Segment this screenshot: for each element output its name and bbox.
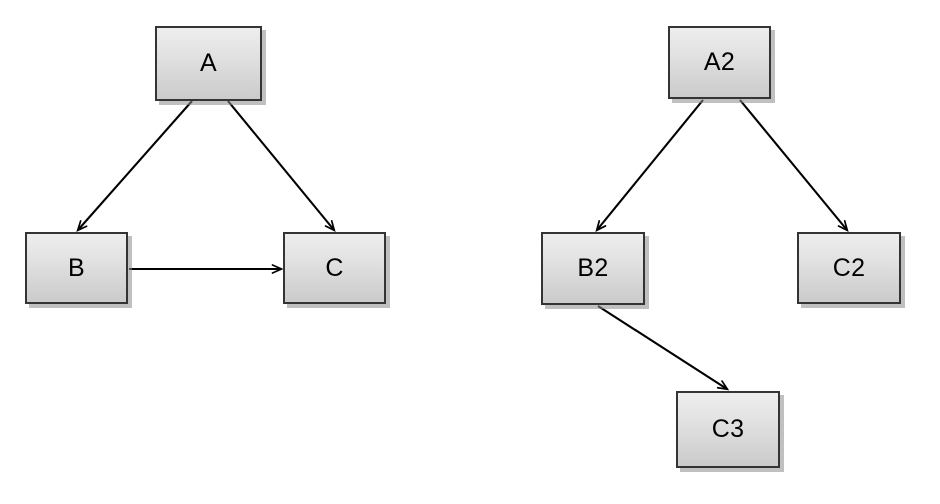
node-c[interactable]: C [283, 232, 386, 304]
node-c-label: C [325, 253, 344, 282]
node-c2[interactable]: C2 [797, 232, 901, 304]
node-b2[interactable]: B2 [541, 232, 645, 305]
edges-group [76, 99, 849, 391]
node-b[interactable]: B [25, 232, 128, 304]
node-b2-label: B2 [577, 254, 609, 282]
node-c2-label: C2 [832, 253, 866, 282]
edge-b2-c3 [597, 305, 730, 391]
node-b-label: B [68, 253, 85, 282]
node-c3[interactable]: C3 [676, 391, 780, 468]
edge-a-b [76, 100, 193, 232]
node-a-label: A [200, 49, 217, 77]
node-a[interactable]: A [155, 26, 262, 101]
edge-a2-c2 [739, 99, 849, 233]
edge-a-c [227, 100, 336, 233]
node-a2[interactable]: A2 [668, 26, 771, 99]
node-c3-label: C3 [711, 415, 745, 443]
edge-a2-b2 [595, 99, 704, 233]
node-a2-label: A2 [703, 48, 736, 76]
